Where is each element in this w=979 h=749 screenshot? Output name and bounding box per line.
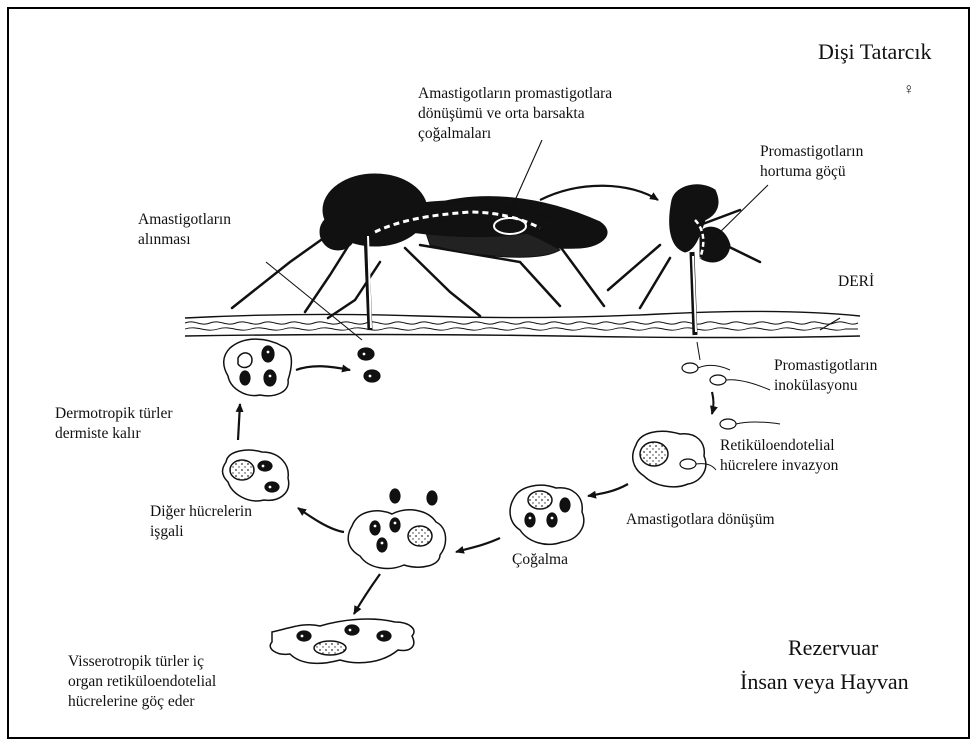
skin-layer	[185, 311, 860, 337]
label-uptake-amastigotes: Amastigotların alınması	[138, 210, 231, 250]
label-dermotropic: Dermotropik türler dermiste kalır	[55, 404, 173, 444]
label-host: İnsan veya Hayvan	[740, 668, 909, 695]
cells	[223, 339, 706, 663]
label-reservoir: Rezervuar	[788, 634, 878, 661]
label-invasion-other-cells: Diğer hücrelerin işgali	[150, 502, 252, 542]
label-skin: DERİ	[838, 272, 874, 292]
label-migration-proboscis: Promastigotların hortuma göçü	[760, 142, 863, 182]
label-viscerotropic: Visserotropik türler iç organ retiküloen…	[68, 652, 216, 712]
label-multiplication: Çoğalma	[512, 550, 568, 570]
label-female-sandfly: Dişi Tatarcık	[818, 38, 932, 65]
parasites	[240, 342, 780, 641]
label-invasion-re-cells: Retiküloendotelial hücrelere invazyon	[720, 436, 838, 476]
label-inoculation: Promastigotların inokülasyonu	[774, 356, 877, 396]
label-transform-amastigotes: Amastigotlara dönüşüm	[626, 510, 775, 530]
sandfly-feeding	[232, 174, 607, 330]
female-symbol: ♀	[903, 80, 915, 100]
label-transformation-midgut: Amastigotların promastigotlara dönüşümü …	[418, 84, 612, 144]
